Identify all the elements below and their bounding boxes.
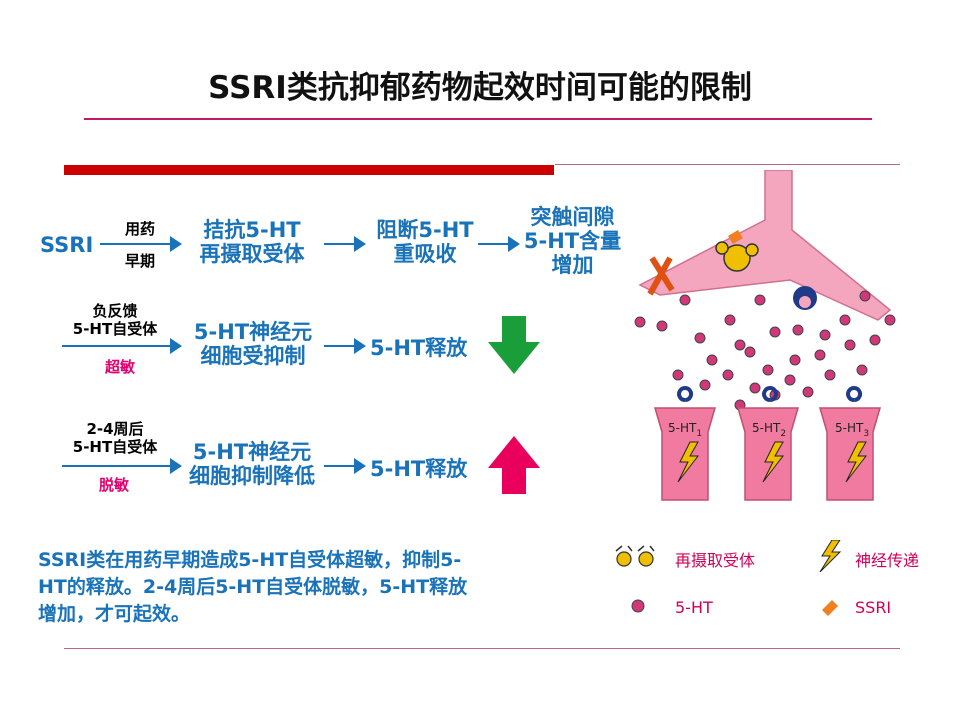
row2-box1-line1: 5-HT神经元 (193, 320, 313, 344)
row1-box1-line1: 拮抗5-HT (203, 218, 301, 242)
arrowhead (508, 236, 520, 252)
row1-box1: 拮抗5-HT 再摄取受体 (182, 218, 322, 266)
row2-box1: 5-HT神经元 细胞受抑制 (178, 320, 328, 368)
serotonin-molecules (634, 290, 896, 411)
row1-box2: 阻断5-HT 重吸收 (355, 218, 495, 266)
row3-top-label-line2: 5-HT自受体 (72, 438, 158, 456)
title-underline (84, 118, 872, 120)
row1-bottom-label: 早期 (124, 252, 155, 270)
row2-arrow-2 (324, 345, 356, 347)
row3-arrow-2 (324, 465, 356, 467)
presynaptic-neuron (638, 170, 892, 321)
ssri-start: SSRI (40, 233, 94, 257)
synapse-diagram: 5-HT1 5-HT2 5-HT3 (634, 170, 896, 501)
receptor-2-label: 5-HT2 (752, 421, 786, 439)
row2-top-label-line1: 负反馈 (92, 302, 138, 320)
arrowhead (170, 338, 182, 354)
row3-top-label-line1: 2-4周后 (86, 420, 144, 438)
arrowhead (354, 338, 366, 354)
row1-box3-line1: 突触间隙 (530, 205, 615, 229)
row3-box1-line1: 5-HT神经元 (192, 440, 312, 464)
row2-red-label: 超敏 (104, 358, 135, 376)
blocked-icon (647, 256, 675, 296)
row2-top-label-line2: 5-HT自受体 (72, 320, 158, 338)
row3-box1-line2: 细胞抑制降低 (189, 464, 315, 488)
thin-divider (555, 164, 900, 165)
postsynaptic-receptor-2 (737, 386, 799, 501)
neurotransmission-icon (819, 540, 842, 572)
row3-top-label: 2-4周后 5-HT自受体 (55, 420, 175, 456)
reuptake-transporter-icon (715, 241, 759, 272)
summary-line1: SSRI类在用药早期造成5-HT自受体超敏，抑制5- (38, 549, 462, 571)
arrowhead (354, 458, 366, 474)
row2-top-label: 负反馈 5-HT自受体 (55, 302, 175, 338)
down-arrow-icon (488, 316, 540, 374)
arrowhead (170, 458, 182, 474)
bottom-divider (64, 648, 900, 649)
summary-line2: HT的释放。2-4周后5-HT自受体脱敏，5-HT释放 (38, 576, 468, 598)
serotonin-dot-icon (631, 599, 645, 613)
row1-box2-line1: 阻断5-HT (376, 218, 474, 242)
receptor-3-label: 5-HT3 (835, 421, 869, 439)
legend-serotonin-label: 5-HT (675, 598, 713, 617)
row1-box3: 突触间隙 5-HT含量 增加 (505, 205, 640, 277)
legend-ssri-label: SSRI (855, 598, 892, 617)
receptor-1-label: 5-HT1 (668, 421, 702, 439)
row3-arrow-1 (62, 465, 172, 467)
row1-box1-line2: 再摄取受体 (199, 242, 305, 266)
up-arrow-icon (488, 436, 540, 494)
row1-arrow-1 (100, 243, 172, 245)
arrowhead (354, 236, 366, 252)
summary-line3: 增加，才可起效。 (38, 603, 191, 625)
row2-box1-line2: 细胞受抑制 (200, 344, 306, 368)
row2-release: 5-HT释放 (370, 336, 468, 360)
row2-arrow-1 (62, 345, 172, 347)
ssri-legend-icon (822, 600, 838, 616)
row3-release: 5-HT释放 (370, 457, 468, 481)
postsynaptic-receptor-3 (819, 386, 881, 501)
row1-box2-line2: 重吸收 (393, 242, 457, 266)
red-divider-bar (64, 165, 554, 175)
row1-top-label: 用药 (124, 220, 155, 238)
summary-text: SSRI类在用药早期造成5-HT自受体超敏，抑制5- HT的释放。2-4周后5-… (38, 547, 578, 628)
arrowhead (170, 236, 182, 252)
row3-red-label: 脱敏 (98, 476, 129, 494)
autoreceptor-core (799, 296, 811, 308)
page-title: SSRI类抗抑郁药物起效时间可能的限制 (208, 70, 752, 106)
postsynaptic-receptor-1 (654, 386, 716, 501)
row1-box3-line2: 5-HT含量 (523, 229, 622, 253)
ssri-molecule-icon (728, 230, 743, 244)
row1-box3-line3: 增加 (551, 253, 594, 277)
reuptake-receptor-icon (615, 545, 655, 567)
legend-reuptake-label: 再摄取受体 (675, 551, 756, 570)
row1-arrow-3 (478, 243, 510, 245)
row3-box1: 5-HT神经元 细胞抑制降低 (172, 440, 332, 488)
row1-arrow-2 (324, 243, 356, 245)
legend-transmission-label: 神经传递 (855, 551, 920, 570)
